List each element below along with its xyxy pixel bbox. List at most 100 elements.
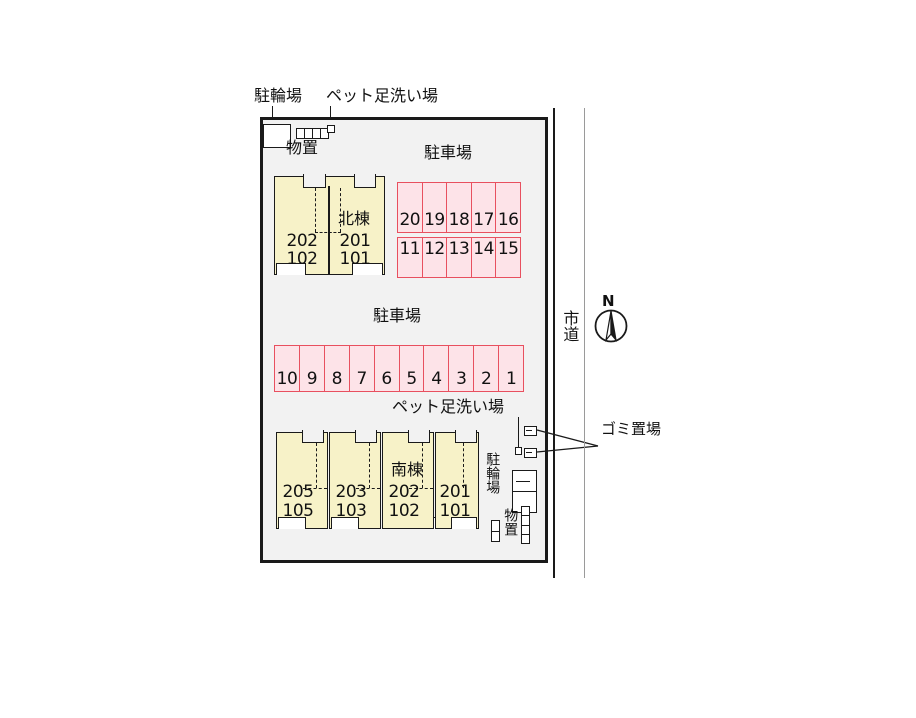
parking-row-bottom: 10 9 8 7 6 5 4 3 2 1 xyxy=(274,345,524,392)
storage-south-boxes-right xyxy=(521,506,530,544)
label-bicycle-parking-south: 駐輪場 xyxy=(484,452,501,494)
south-unit-205-dashed-wall xyxy=(316,443,317,488)
garbage-box-upper-mark xyxy=(526,430,532,432)
leader-line-pet-foot-wash-south xyxy=(518,417,520,448)
pet-foot-wash-north-box xyxy=(327,125,335,133)
garbage-box-lower-mark xyxy=(526,452,532,454)
label-garbage-area: ゴミ置場 xyxy=(601,420,662,438)
north-unit-201: 201 xyxy=(339,231,371,251)
parking-stall[interactable]: 11 xyxy=(398,238,423,277)
south-unit-203-notch xyxy=(355,430,377,443)
parking-stall[interactable]: 15 xyxy=(497,239,519,259)
south-building-unit-201 xyxy=(435,432,479,529)
parking-stall[interactable]: 20 xyxy=(398,183,423,232)
south-unit-201-dashed-wall xyxy=(463,443,464,488)
parking-stall[interactable]: 18 xyxy=(447,183,472,232)
parking-stall[interactable]: 4 xyxy=(424,346,450,391)
leader-line-bicycle-parking xyxy=(272,106,274,126)
south-unit-202-upper: 202 xyxy=(388,482,420,502)
parking-stall[interactable]: 6 xyxy=(375,346,400,391)
label-city-road: 市道 xyxy=(560,310,580,342)
city-road-edge-inner xyxy=(553,108,556,578)
garbage-leader-lines xyxy=(536,429,599,453)
storage-cell xyxy=(297,129,305,138)
label-pet-foot-wash-south: ペット足洗い場 xyxy=(392,397,505,416)
north-building-dashed-wall-left xyxy=(315,188,316,232)
storage-cell xyxy=(305,129,313,138)
south-building-name: 南棟 xyxy=(391,460,424,479)
parking-stall[interactable]: 7 xyxy=(350,346,375,391)
storage-south-boxes-left xyxy=(491,520,500,542)
north-building-notch-right xyxy=(354,174,376,188)
storage-cell xyxy=(492,532,499,542)
compass-north-label: N xyxy=(602,292,615,310)
south-unit-101-lower: 101 xyxy=(439,501,471,521)
city-road-edge-outer xyxy=(584,108,586,578)
bicycle-parking-north-box xyxy=(263,124,291,148)
north-building-balcony-left xyxy=(276,263,306,275)
north-building-partition xyxy=(328,186,330,275)
south-unit-105-lower: 105 xyxy=(282,501,314,521)
parking-stall[interactable]: 3 xyxy=(449,346,475,391)
storage-cell xyxy=(492,521,499,532)
bicycle-parking-south-divider xyxy=(516,481,530,483)
parking-stall[interactable]: 2 xyxy=(474,346,500,391)
south-unit-205-upper: 205 xyxy=(282,482,314,502)
parking-stall[interactable]: 13 xyxy=(447,238,472,277)
pet-foot-wash-south-box xyxy=(515,447,522,455)
parking-stall[interactable]: 9 xyxy=(300,346,325,391)
south-unit-203-dashed-wall-h xyxy=(356,488,380,489)
parking-stall[interactable]: 16 xyxy=(497,210,519,230)
storage-north-boxes xyxy=(296,128,329,139)
storage-cell xyxy=(522,526,529,535)
south-building-unit-203 xyxy=(329,432,381,529)
parking-stall[interactable]: 8 xyxy=(325,346,350,391)
parking-stall[interactable]: 19 xyxy=(423,183,448,232)
south-unit-203-dashed-wall xyxy=(369,443,370,488)
south-unit-201-upper: 201 xyxy=(439,482,471,502)
south-unit-102-lower: 102 xyxy=(388,501,420,521)
parking-row-top: 20 19 18 17 16 xyxy=(397,182,521,233)
south-unit-205-balcony xyxy=(278,517,306,529)
label-storage-north: 物置 xyxy=(286,138,319,157)
parking-stall[interactable]: 10 xyxy=(275,346,300,391)
label-storage-south: 物置 xyxy=(502,508,519,536)
storage-cell xyxy=(313,129,321,138)
south-unit-203-upper: 203 xyxy=(335,482,367,502)
south-unit-202-notch xyxy=(408,430,430,443)
storage-cell xyxy=(522,516,529,526)
north-unit-101: 101 xyxy=(339,249,371,269)
south-unit-205-notch xyxy=(302,430,324,443)
parking-stall[interactable]: 5 xyxy=(400,346,425,391)
north-building-dashed-wall-right xyxy=(340,188,341,232)
parking-stall[interactable]: 14 xyxy=(472,238,497,277)
storage-cell xyxy=(522,535,529,543)
compass-rose-icon xyxy=(594,309,628,343)
bicycle-parking-cell xyxy=(513,471,536,492)
north-building-notch-left xyxy=(303,174,326,188)
south-unit-201-balcony xyxy=(451,517,477,529)
label-parking-lower: 駐車場 xyxy=(373,306,422,325)
parking-row-mid: 11 12 13 14 15 xyxy=(397,237,521,278)
storage-cell xyxy=(522,507,529,517)
leader-line-pet-foot-wash xyxy=(330,106,332,125)
label-garbage-area-line1: ゴミ置場 xyxy=(601,420,662,438)
south-unit-202-dashed-wall xyxy=(422,443,423,488)
north-building-dashed-wall-mid xyxy=(315,232,341,233)
south-unit-103-lower: 103 xyxy=(335,501,367,521)
bicycle-parking-south-box xyxy=(512,470,537,513)
south-unit-201-notch xyxy=(455,430,477,443)
north-building-balcony-right xyxy=(352,263,383,275)
label-bicycle-parking-north: 駐輪場 xyxy=(254,86,303,105)
south-unit-203-balcony xyxy=(331,517,359,529)
south-unit-205-dashed-wall-h xyxy=(303,488,327,489)
parking-stall[interactable]: 1 xyxy=(505,369,517,389)
north-unit-102: 102 xyxy=(286,249,318,269)
label-parking-upper: 駐車場 xyxy=(424,143,473,162)
label-pet-foot-wash-north: ペット足洗い場 xyxy=(326,86,439,105)
parking-stall[interactable]: 17 xyxy=(472,183,497,232)
north-unit-202: 202 xyxy=(286,231,318,251)
parking-stall[interactable]: 12 xyxy=(423,238,448,277)
south-unit-202-dashed-wall-h xyxy=(409,488,433,489)
